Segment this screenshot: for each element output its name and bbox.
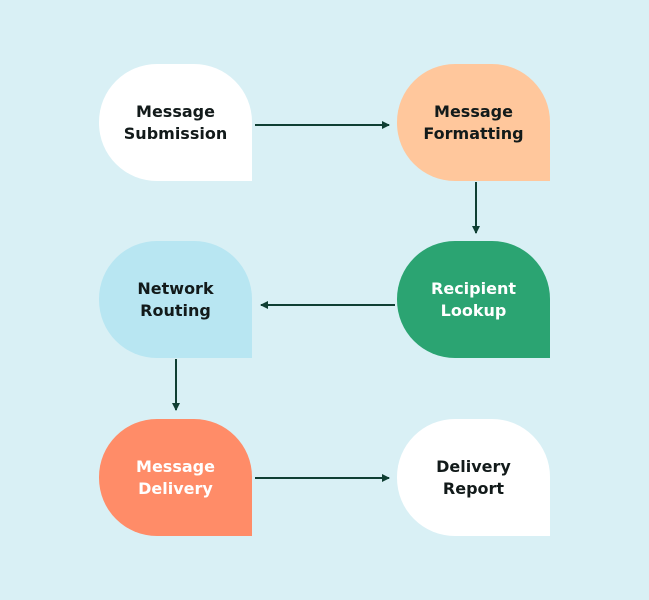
node-message-formatting: Message Formatting <box>397 64 550 181</box>
node-network-routing: Network Routing <box>99 241 252 358</box>
node-label-line2: Lookup <box>440 300 507 320</box>
node-label-line1: Recipient <box>431 278 516 298</box>
node-label-line1: Network <box>137 278 214 298</box>
node-message-delivery: Message Delivery <box>99 419 252 536</box>
node-label-line2: Report <box>442 478 505 498</box>
node-label-line1: Message <box>136 456 215 476</box>
node-recipient-lookup: Recipient Lookup <box>397 241 550 358</box>
node-message-submission: Message Submission <box>99 64 252 181</box>
node-label-line1: Delivery <box>436 456 511 476</box>
node-label-line1: Message <box>434 101 513 121</box>
node-delivery-report: Delivery Report <box>397 419 550 536</box>
node-label-line1: Message <box>136 101 215 121</box>
node-label-line2: Routing <box>140 300 211 320</box>
node-label-line2: Submission <box>123 123 228 143</box>
node-label-line2: Formatting <box>423 123 524 143</box>
node-label-line2: Delivery <box>138 478 213 498</box>
